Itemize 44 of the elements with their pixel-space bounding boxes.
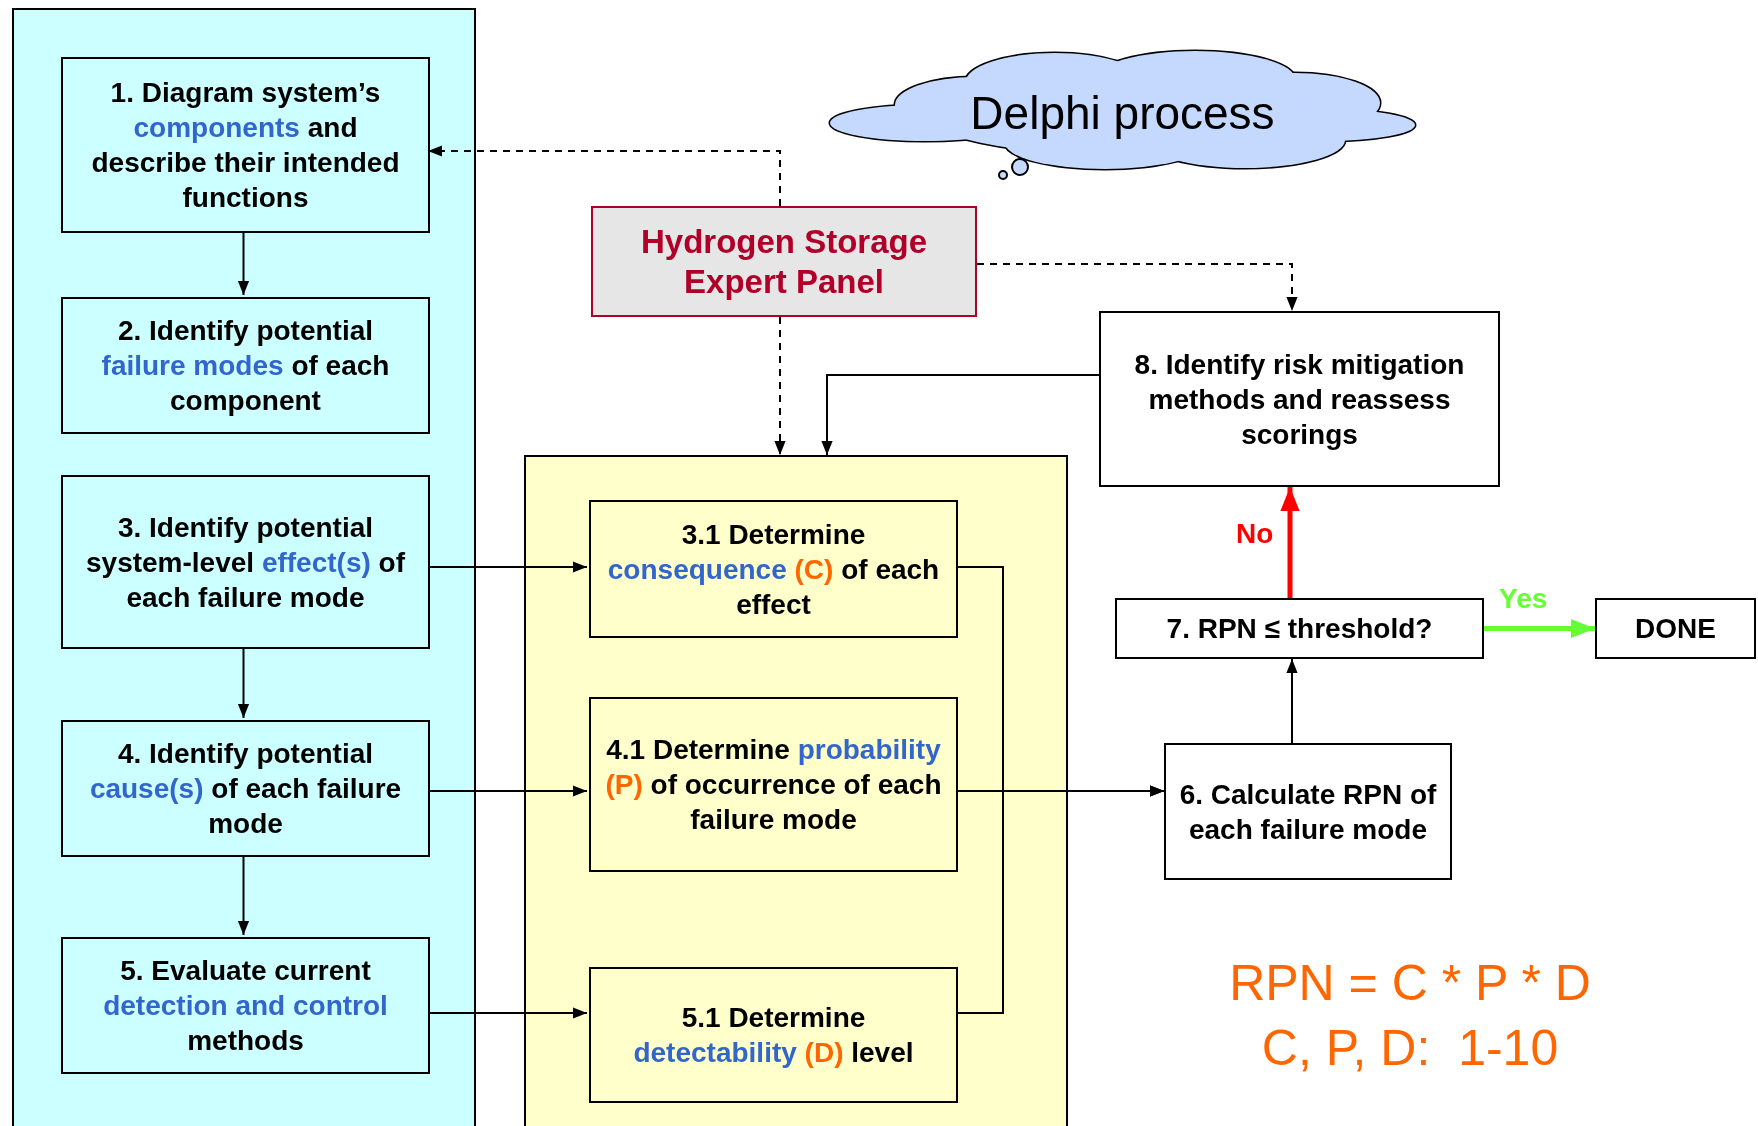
arrow xyxy=(237,230,250,296)
arrow xyxy=(821,374,1100,456)
arrow xyxy=(237,646,250,719)
process-box xyxy=(61,57,430,233)
dashed-arrow xyxy=(774,316,786,456)
process-box xyxy=(61,937,430,1074)
arrow xyxy=(427,561,588,573)
step-text: 1. Diagram system’s components and describe their intended functions xyxy=(90,76,401,215)
expert-panel-box xyxy=(591,206,977,317)
process-box xyxy=(1164,743,1452,880)
arrow xyxy=(1286,658,1298,744)
step-text: 8. Identify risk mitigation methods and reassess scorings xyxy=(1133,347,1466,452)
step-text: 3.1 Determine consequence (C) of each effect xyxy=(606,517,941,622)
group-panel xyxy=(524,455,1068,1126)
step-text: 6. Calculate RPN of each failure mode xyxy=(1178,777,1438,847)
formula-text: C, P, D: 1-10 xyxy=(1260,1020,1560,1076)
formula-text: RPN = C * P * D xyxy=(1228,955,1592,1011)
group-panel xyxy=(12,8,476,1126)
arrow xyxy=(237,854,250,936)
step-text: 3. Identify potential system-level effect(s) of each failure mode xyxy=(85,510,406,615)
arrow xyxy=(955,785,1165,1014)
arrow xyxy=(1484,618,1595,639)
arrow xyxy=(1280,487,1300,598)
step-text: 4. Identify potential cause(s) of each failure mode xyxy=(88,737,403,841)
step-text: 4.1 Determine probability (P) of occurrence of each failure mode xyxy=(604,733,943,837)
process-box xyxy=(61,720,430,857)
step-text: DONE xyxy=(1635,612,1716,646)
process-box xyxy=(589,697,958,872)
process-box xyxy=(589,500,958,638)
arrow xyxy=(427,1007,588,1019)
step-text: 7. RPN ≤ threshold? xyxy=(1166,612,1433,646)
process-box xyxy=(589,967,958,1103)
panel-title: Hydrogen Storage Expert Panel xyxy=(639,221,928,302)
dashed-arrow xyxy=(976,263,1298,312)
end-box xyxy=(1595,598,1756,659)
step-text: 2. Identify potential failure modes of each component xyxy=(100,314,391,418)
dashed-arrow xyxy=(427,145,781,207)
process-box xyxy=(1099,311,1500,487)
step-text: 5. Evaluate current detection and control methods xyxy=(102,954,389,1058)
decision-box xyxy=(1115,598,1484,659)
step-text: 5.1 Determine detectability (D) level xyxy=(632,1001,915,1070)
arrow xyxy=(427,785,588,797)
process-box xyxy=(61,475,430,649)
process-box xyxy=(61,297,430,434)
